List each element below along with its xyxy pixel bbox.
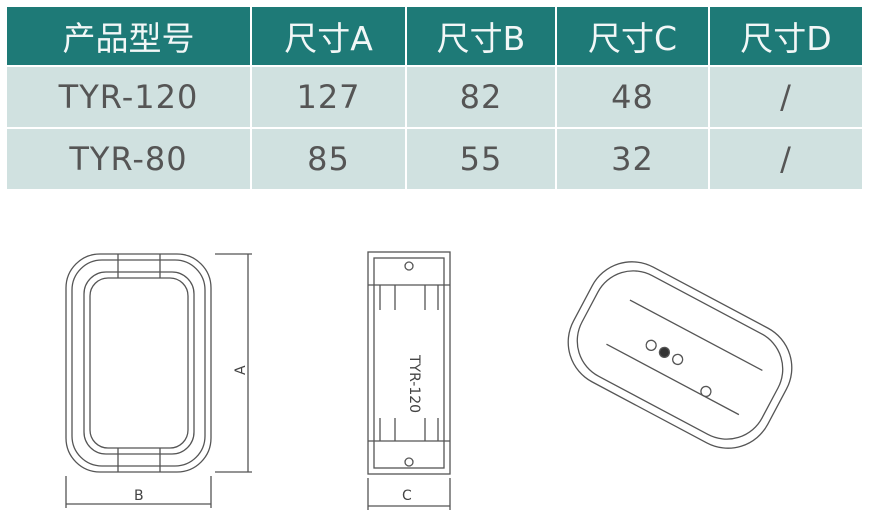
spec-table: 产品型号 尺寸A 尺寸B 尺寸C 尺寸D TYR-120 127 82 48 /… [5, 5, 864, 191]
model-mark: TYR-120 [406, 354, 422, 413]
header-size-a: 尺寸A [250, 5, 407, 67]
cell-b: 82 [405, 65, 557, 129]
header-size-b: 尺寸B [405, 5, 557, 67]
cell-model: TYR-80 [5, 127, 252, 191]
cell-a: 127 [250, 65, 407, 129]
dimension-a-label: A [233, 365, 249, 375]
table-row: TYR-120 127 82 48 / [5, 65, 864, 129]
cell-model: TYR-120 [5, 65, 252, 129]
header-size-d: 尺寸D [708, 5, 864, 67]
cell-b: 55 [405, 127, 557, 191]
table-row: TYR-80 85 55 32 / [5, 127, 864, 191]
cell-c: 48 [555, 65, 710, 129]
cell-d: / [708, 65, 864, 129]
isometric-view-drawing [567, 261, 793, 449]
table-header-row: 产品型号 尺寸A 尺寸B 尺寸C 尺寸D [5, 5, 864, 67]
front-view-drawing: A B [65, 253, 252, 508]
header-size-c: 尺寸C [555, 5, 710, 67]
header-model: 产品型号 [5, 5, 252, 67]
cell-c: 32 [555, 127, 710, 191]
cell-d: / [708, 127, 864, 191]
dimension-c-label: C [402, 488, 412, 504]
side-view-drawing: TYR-120 C [367, 251, 451, 510]
cell-a: 85 [250, 127, 407, 191]
dimension-b-label: B [134, 488, 144, 504]
